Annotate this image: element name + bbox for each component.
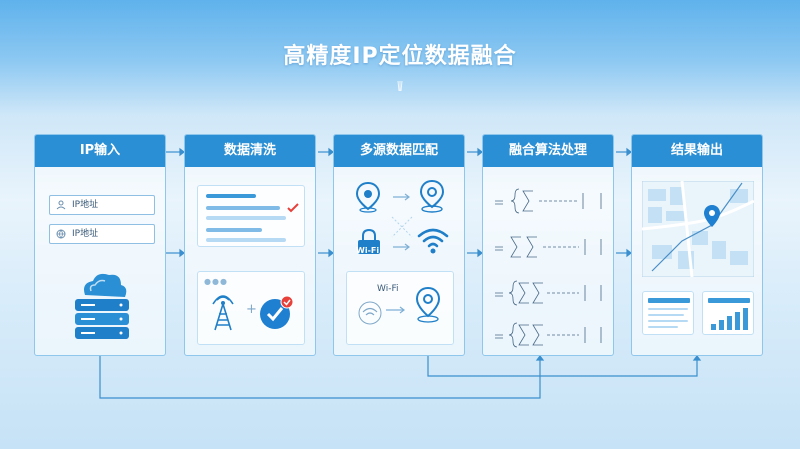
location-pin-icon <box>415 286 441 323</box>
stage-result-output: 结果输出 <box>631 134 763 356</box>
formula-illustration-1 <box>495 188 602 214</box>
ip-field-label: IP地址 <box>72 200 99 210</box>
wifi-signal-circle-icon <box>358 301 382 325</box>
stage-header-result-output: 结果输出 <box>632 135 762 167</box>
stage-fusion-algorithm: 融合算法处理 <box>482 134 614 356</box>
wifi-match-panel: Wi-Fi <box>346 271 454 345</box>
verified-check-icon <box>260 295 294 329</box>
cleaning-verify-panel: ●●● + <box>197 271 305 345</box>
stage-data-cleaning: 数据清洗 ●●● + <box>184 134 316 356</box>
location-pin-target-icon <box>419 179 445 213</box>
map-icon <box>642 181 754 277</box>
cross-match-icon <box>391 216 413 238</box>
report-card-1 <box>642 291 694 335</box>
title-divider-icon <box>397 80 403 92</box>
bar-chart-icon <box>711 306 749 330</box>
stage-header-data-cleaning: 数据清洗 <box>185 135 315 167</box>
stage-header-ip-input: IP输入 <box>35 135 165 167</box>
arrow-right-icon <box>393 243 410 251</box>
cloud-server-icon <box>75 273 129 339</box>
report-card-2 <box>702 291 754 335</box>
page-title: 高精度IP定位数据融合 <box>283 44 517 69</box>
stage-ip-input: IP输入 IP地址 IP地址 <box>34 134 166 356</box>
lock-icon <box>358 228 380 254</box>
stage-multi-source-match: 多源数据匹配 Wi-Fi Wi-Fi <box>333 134 465 356</box>
cleaning-list-panel <box>197 185 305 247</box>
formula-illustration-3 <box>495 280 602 306</box>
ip-field-label: IP地址 <box>72 229 99 239</box>
location-pin-icon <box>355 181 381 213</box>
window-dots-icon: ●●● <box>204 277 228 286</box>
ip-address-field-1[interactable]: IP地址 <box>49 195 155 215</box>
stage-header-multi-source-match: 多源数据匹配 <box>334 135 464 167</box>
arrow-right-icon <box>386 306 405 314</box>
ip-address-field-2[interactable]: IP地址 <box>49 224 155 244</box>
formula-illustration-4 <box>495 322 602 348</box>
wifi-icon <box>417 228 449 254</box>
globe-icon <box>56 229 66 239</box>
formula-illustration-2 <box>495 236 602 258</box>
user-icon <box>56 200 66 210</box>
stage-header-fusion-algorithm: 融合算法处理 <box>483 135 613 167</box>
plus-icon: + <box>246 302 257 317</box>
checkmark-icon <box>287 203 299 213</box>
signal-tower-icon <box>212 295 234 331</box>
wifi-label: Wi-Fi <box>377 284 399 294</box>
wifi-badge-text: Wi-Fi <box>356 246 380 255</box>
arrow-right-icon <box>393 193 410 201</box>
